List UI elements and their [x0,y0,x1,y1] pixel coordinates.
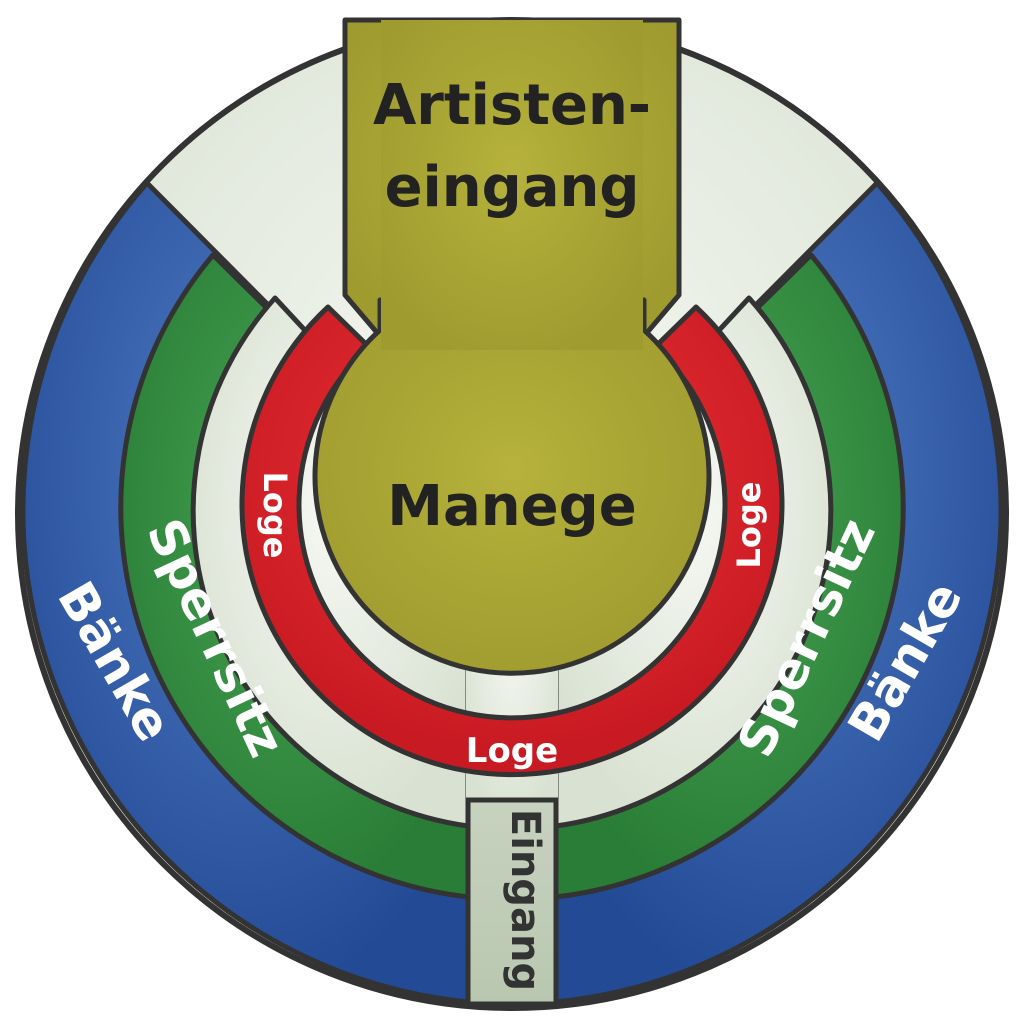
box-left-label: Loge [256,472,294,559]
ring-label: Manege [387,474,636,539]
entrance-label: Eingang [502,809,548,991]
box-right-label: Loge [730,482,768,569]
ring-manege [312,297,712,676]
artists-entrance-label-line2: eingang [385,155,640,220]
boxes-ring [239,304,785,778]
ring-neck [381,20,643,350]
box-bottom-label: Loge [466,731,558,771]
entrance-path [465,797,559,1007]
artists-entrance-label-line1: Artisten- [373,73,651,138]
